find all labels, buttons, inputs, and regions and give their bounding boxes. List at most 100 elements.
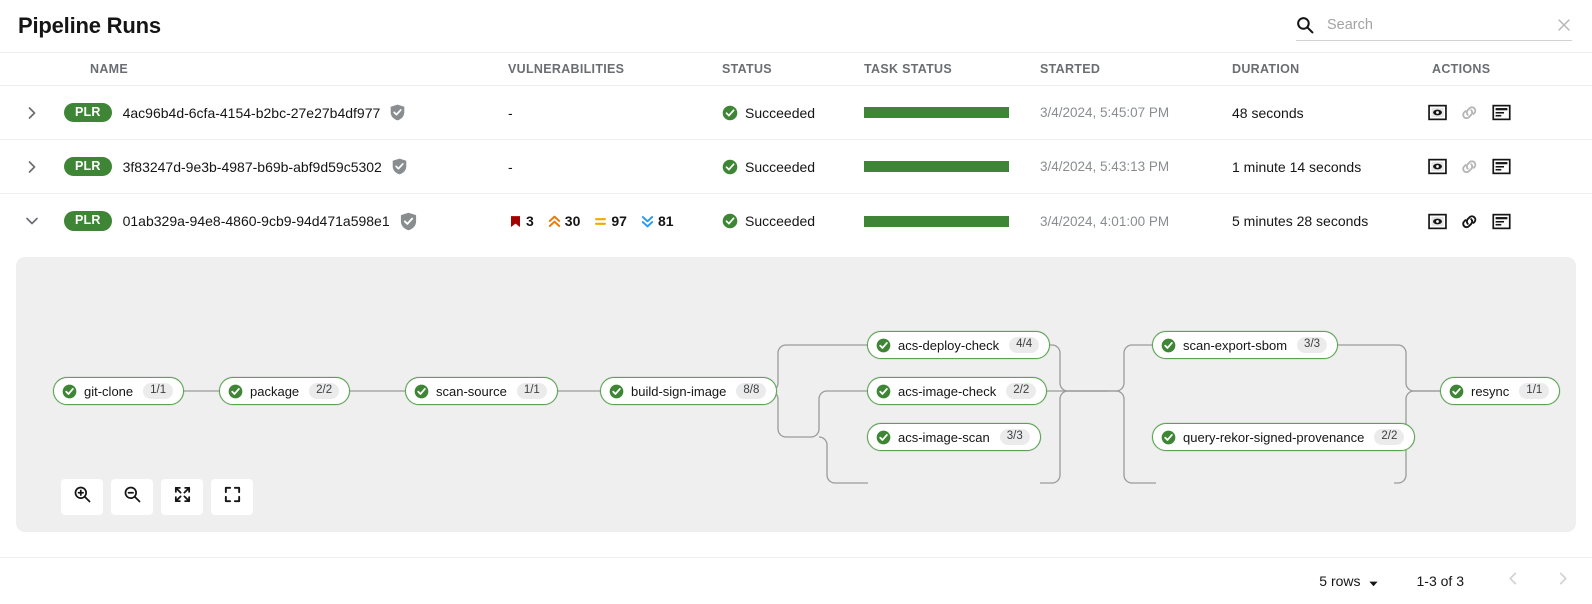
critical-severity-icon <box>511 215 520 227</box>
fit-to-screen-button[interactable] <box>161 479 203 515</box>
graph-controls <box>61 479 253 515</box>
run-name-cell[interactable]: PLR 3f83247d-9e3b-4987-b69b-abf9d59c5302 <box>64 156 508 177</box>
pipeline-node-acs-deploy-check[interactable]: acs-deploy-check 4/4 <box>867 331 1051 359</box>
logs-icon[interactable] <box>1492 157 1511 176</box>
started-timestamp: 3/4/2024, 4:01:00 PM <box>1040 213 1170 229</box>
chevron-down-icon <box>1368 576 1379 587</box>
logs-icon[interactable] <box>1492 212 1511 231</box>
pipeline-node-resync[interactable]: resync 1/1 <box>1440 377 1561 405</box>
started-cell: 3/4/2024, 5:43:13 PM <box>1040 159 1232 174</box>
fit-to-screen-icon <box>173 485 192 509</box>
vulnerabilities-cell: - <box>508 105 722 121</box>
column-header-started: STARTED <box>1040 62 1101 76</box>
vulnerabilities-cell: - <box>508 159 722 175</box>
pipeline-node-query-rekor-signed-provenance[interactable]: query-rekor-signed-provenance 2/2 <box>1152 423 1416 451</box>
task-status-progress <box>864 161 1009 172</box>
chevron-right-icon <box>24 105 40 121</box>
shield-check-icon <box>389 104 406 121</box>
status-label: Succeeded <box>745 213 816 229</box>
search-input[interactable] <box>1327 16 1550 33</box>
check-circle-icon <box>1161 430 1176 445</box>
node-count: 1/1 <box>516 383 547 399</box>
shield-check-icon <box>391 158 408 175</box>
node-label: package <box>250 383 300 399</box>
search-box[interactable] <box>1296 11 1572 41</box>
run-name-cell[interactable]: PLR 4ac96b4d-6cfa-4154-b2bc-27e27b4df977 <box>64 102 508 123</box>
row-expand-toggle[interactable] <box>0 213 64 229</box>
vulnerabilities-empty: - <box>508 104 513 121</box>
link-icon[interactable] <box>1460 157 1479 176</box>
zoom-out-button[interactable] <box>111 479 153 515</box>
table-row[interactable]: PLR 4ac96b4d-6cfa-4154-b2bc-27e27b4df977… <box>0 86 1592 140</box>
table-row[interactable]: PLR 01ab329a-94e8-4860-9cb9-94d471a598e1… <box>0 194 1592 248</box>
critical-count: 3 <box>526 213 534 229</box>
medium-severity-icon <box>595 217 607 225</box>
column-header-name: NAME <box>90 62 129 76</box>
pipeline-node-build-sign-image[interactable]: build-sign-image 8/8 <box>600 377 778 405</box>
run-name-cell[interactable]: PLR 01ab329a-94e8-4860-9cb9-94d471a598e1 <box>64 211 508 231</box>
started-cell: 3/4/2024, 5:45:07 PM <box>1040 105 1232 120</box>
close-icon[interactable] <box>1556 17 1572 33</box>
duration-cell: 5 minutes 28 seconds <box>1232 213 1428 229</box>
status-cell: Succeeded <box>722 159 864 175</box>
vulnerability-low: 81 <box>640 213 674 229</box>
check-circle-icon <box>876 430 891 445</box>
pipeline-node-package[interactable]: package 2/2 <box>219 377 351 405</box>
vulnerability-critical: 3 <box>508 213 534 229</box>
pipeline-node-acs-image-scan[interactable]: acs-image-scan 3/3 <box>867 423 1041 451</box>
run-name-link[interactable]: 01ab329a-94e8-4860-9cb9-94d471a598e1 <box>122 213 390 229</box>
check-circle-icon <box>722 213 738 229</box>
chevron-left-icon[interactable] <box>1506 571 1521 591</box>
task-status-cell <box>864 215 1040 227</box>
run-name-link[interactable]: 4ac96b4d-6cfa-4154-b2bc-27e27b4df977 <box>122 104 381 121</box>
actions-cell <box>1428 212 1592 231</box>
pipeline-node-acs-image-check[interactable]: acs-image-check 2/2 <box>867 377 1048 405</box>
run-name-link[interactable]: 3f83247d-9e3b-4987-b69b-abf9d59c5302 <box>122 158 382 175</box>
check-circle-icon <box>876 338 891 353</box>
node-count: 1/1 <box>1519 383 1550 399</box>
task-status-cell <box>864 107 1040 118</box>
zoom-out-icon <box>123 485 142 509</box>
pipeline-graph-panel[interactable]: git-clone 1/1 package 2/2 scan-source 1/… <box>16 257 1576 532</box>
link-icon[interactable] <box>1460 212 1479 231</box>
logs-icon[interactable] <box>1492 103 1511 122</box>
expand-icon <box>223 485 242 509</box>
check-circle-icon <box>722 105 738 121</box>
column-header-status: STATUS <box>722 62 772 76</box>
node-count: 4/4 <box>1009 337 1040 353</box>
chevron-right-icon[interactable] <box>1555 571 1570 591</box>
expand-button[interactable] <box>211 479 253 515</box>
zoom-in-button[interactable] <box>61 479 103 515</box>
table-footer: 5 rows 1-3 of 3 <box>0 557 1592 604</box>
pipeline-node-git-clone[interactable]: git-clone 1/1 <box>53 377 185 405</box>
chevron-down-icon <box>24 213 40 229</box>
actions-cell <box>1428 157 1592 176</box>
high-severity-icon <box>548 215 560 227</box>
node-count: 2/2 <box>1006 383 1037 399</box>
table-row[interactable]: PLR 3f83247d-9e3b-4987-b69b-abf9d59c5302… <box>0 140 1592 194</box>
vulnerability-high: 30 <box>547 213 580 229</box>
plr-badge: PLR <box>64 102 112 123</box>
node-count: 3/3 <box>1297 337 1328 353</box>
shield-check-icon <box>399 212 418 231</box>
view-output-icon[interactable] <box>1428 103 1447 122</box>
plr-badge: PLR <box>64 156 112 177</box>
pipeline-node-scan-export-sbom[interactable]: scan-export-sbom 3/3 <box>1152 331 1339 359</box>
pagination-controls <box>1506 571 1570 591</box>
duration-value: 48 seconds <box>1232 104 1304 121</box>
check-circle-icon <box>1161 338 1176 353</box>
status-label: Succeeded <box>745 104 816 121</box>
row-expand-toggle[interactable] <box>0 105 64 121</box>
link-icon[interactable] <box>1460 103 1479 122</box>
view-output-icon[interactable] <box>1428 157 1447 176</box>
node-count: 2/2 <box>1374 429 1405 445</box>
plr-badge: PLR <box>64 211 112 231</box>
column-header-vulnerabilities: VULNERABILITIES <box>508 62 625 76</box>
rows-per-page-select[interactable]: 5 rows <box>1319 573 1378 589</box>
vulnerabilities-cell: 3 30 97 81 <box>508 213 722 229</box>
pipeline-node-scan-source[interactable]: scan-source 1/1 <box>405 377 558 405</box>
row-expand-toggle[interactable] <box>0 159 64 175</box>
view-output-icon[interactable] <box>1428 212 1447 231</box>
vulnerabilities-empty: - <box>508 158 513 175</box>
node-label: git-clone <box>84 383 134 399</box>
